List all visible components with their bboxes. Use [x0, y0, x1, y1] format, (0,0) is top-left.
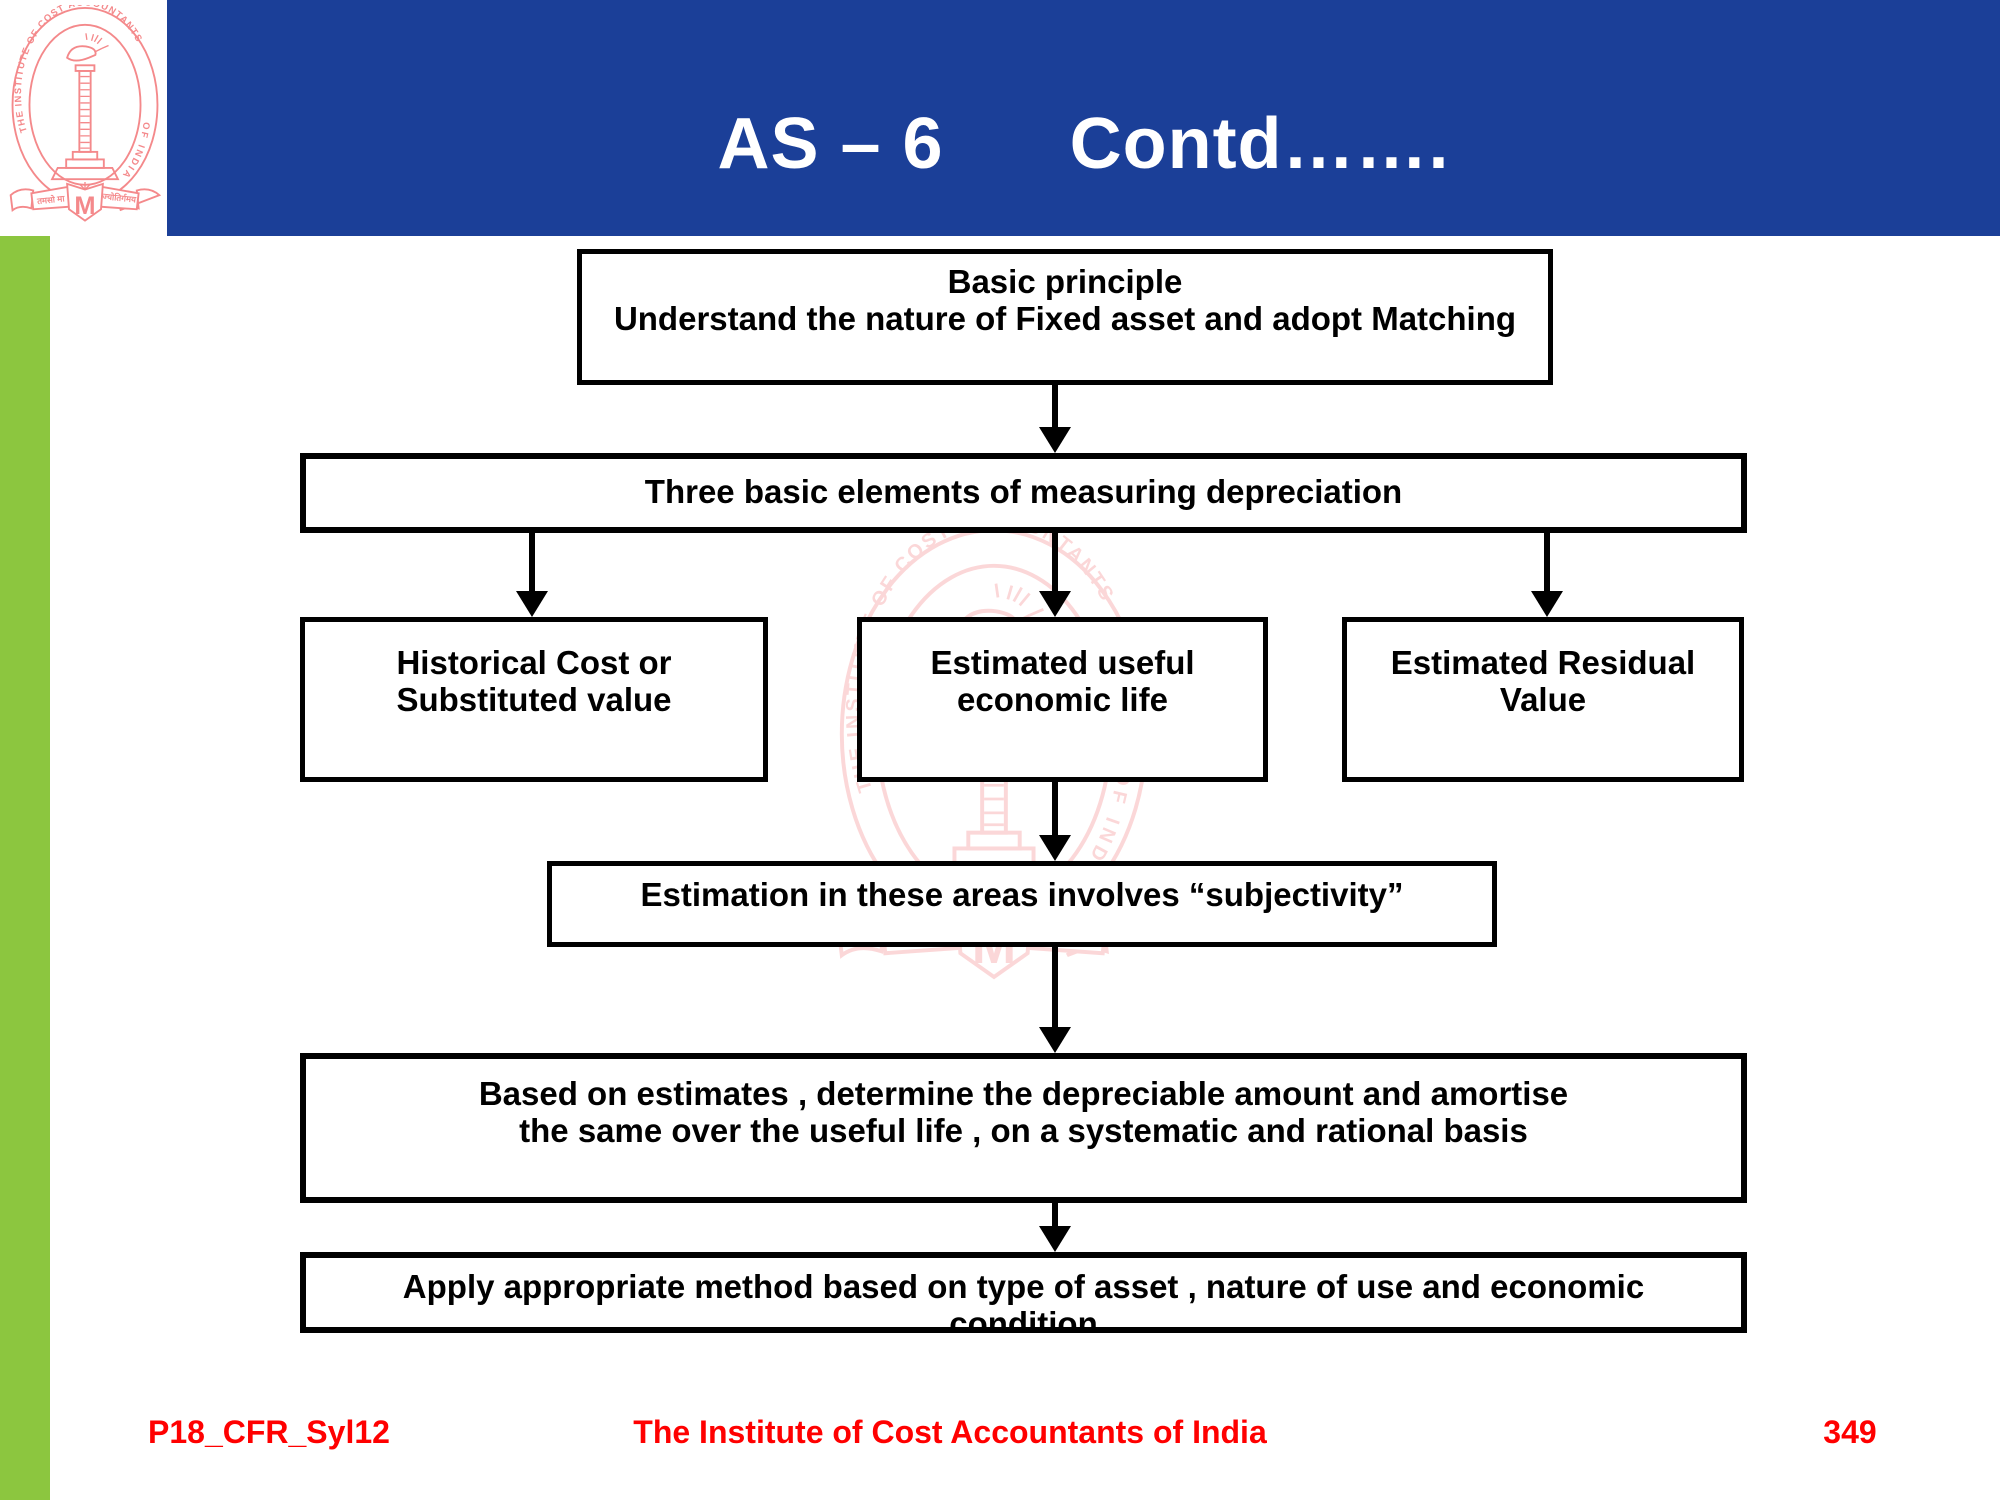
arrow-shaft [1544, 533, 1550, 595]
box-text-line: Estimated Residual [1390, 644, 1696, 681]
footer-course-code: P18_CFR_Syl12 [148, 1414, 390, 1450]
arrow-shaft [1052, 782, 1058, 839]
slide-title: AS – 6 Contd……. [717, 104, 1450, 184]
flowchart-box-three-elements: Three basic elements of measuring deprec… [300, 453, 1747, 533]
arrow-shaft [1052, 384, 1058, 431]
footer-page-number: 349 [1823, 1414, 1877, 1450]
flowchart-box-useful-life: Estimated useful economic life [857, 617, 1268, 782]
box-text-line: condition [949, 1305, 1098, 1333]
box-text-line: Value [1499, 681, 1587, 718]
box-text-line: Three basic elements of measuring deprec… [644, 473, 1403, 510]
box-text-line: Apply appropriate method based on type o… [402, 1268, 1645, 1305]
flowchart-box-historical-cost: Historical Cost or Substituted value [300, 617, 768, 782]
box-text-line: Based on estimates , determine the depre… [478, 1075, 1569, 1112]
arrow-head-icon [1039, 1027, 1071, 1053]
flowchart-box-basic-principle: Basic principle Understand the nature of… [577, 249, 1553, 385]
arrow-shaft [1052, 947, 1058, 1031]
arrow-head-icon [1039, 1226, 1071, 1252]
arrow-shaft [1052, 533, 1058, 595]
box-text-line: Understand the nature of Fixed asset and… [613, 300, 1517, 337]
box-text-line: Basic principle [947, 263, 1183, 300]
header-band [167, 0, 2000, 236]
flowchart-box-apply-method: Apply appropriate method based on type o… [300, 1252, 1747, 1333]
flowchart-box-subjectivity: Estimation in these areas involves “subj… [547, 861, 1497, 947]
box-text-line: economic life [957, 681, 1168, 718]
arrow-head-icon [1039, 591, 1071, 617]
flowchart-box-amortise: Based on estimates , determine the depre… [300, 1053, 1747, 1203]
arrow-shaft [529, 533, 535, 595]
box-text-line: Substituted value [396, 681, 672, 718]
arrow-head-icon [516, 591, 548, 617]
arrow-shaft [1052, 1203, 1058, 1230]
left-accent-bar [0, 236, 50, 1500]
arrow-head-icon [1531, 591, 1563, 617]
arrow-head-icon [1039, 427, 1071, 453]
footer-institute-name: The Institute of Cost Accountants of Ind… [633, 1414, 1267, 1450]
arrow-head-icon [1039, 835, 1071, 861]
box-text-line: Historical Cost or [396, 644, 672, 681]
box-text-line: the same over the useful life , on a sys… [519, 1112, 1528, 1149]
box-text-line: Estimated useful [930, 644, 1195, 681]
institute-logo-icon [5, 2, 165, 234]
box-text-line: Estimation in these areas involves “subj… [640, 876, 1404, 913]
flowchart-box-residual-value: Estimated Residual Value [1342, 617, 1744, 782]
